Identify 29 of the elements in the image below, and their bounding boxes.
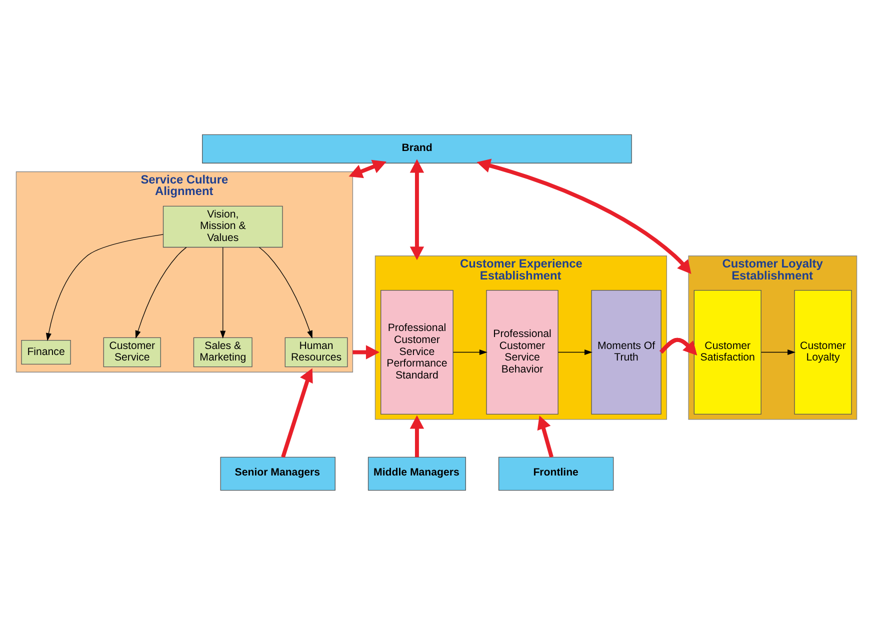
node-box: Professional Customer Service Performance Standard	[380, 289, 454, 414]
node-box: Senior Managers	[220, 456, 336, 490]
arrow	[220, 246, 226, 338]
arrow	[281, 368, 313, 458]
arrow	[258, 246, 312, 338]
arrow	[410, 414, 424, 457]
node-box: Human Resources	[284, 336, 348, 367]
arrow	[760, 348, 796, 355]
arrow	[476, 158, 692, 274]
node-box: Vision, Mission & Values	[162, 205, 283, 248]
node-box: Middle Managers	[368, 456, 466, 490]
arrow	[352, 344, 380, 359]
node-box: Customer Loyalty	[794, 289, 852, 414]
node-box: Professional Customer Service Behavior	[486, 289, 558, 414]
node-box: Customer Service	[103, 336, 161, 367]
node-box: Customer Satisfaction	[694, 289, 762, 414]
arrow	[452, 348, 488, 355]
arrow	[537, 414, 554, 458]
node-box: Moments Of Truth	[591, 289, 662, 414]
node-box: Finance	[21, 340, 71, 364]
arrow	[135, 246, 187, 338]
arrow	[410, 158, 424, 260]
node-box: Brand	[202, 134, 632, 163]
arrow	[660, 337, 698, 355]
node-box: Sales & Marketing	[193, 336, 252, 367]
node-box: Frontline	[498, 456, 614, 490]
arrow	[46, 234, 164, 341]
arrow	[558, 348, 592, 355]
arrow	[348, 159, 386, 178]
